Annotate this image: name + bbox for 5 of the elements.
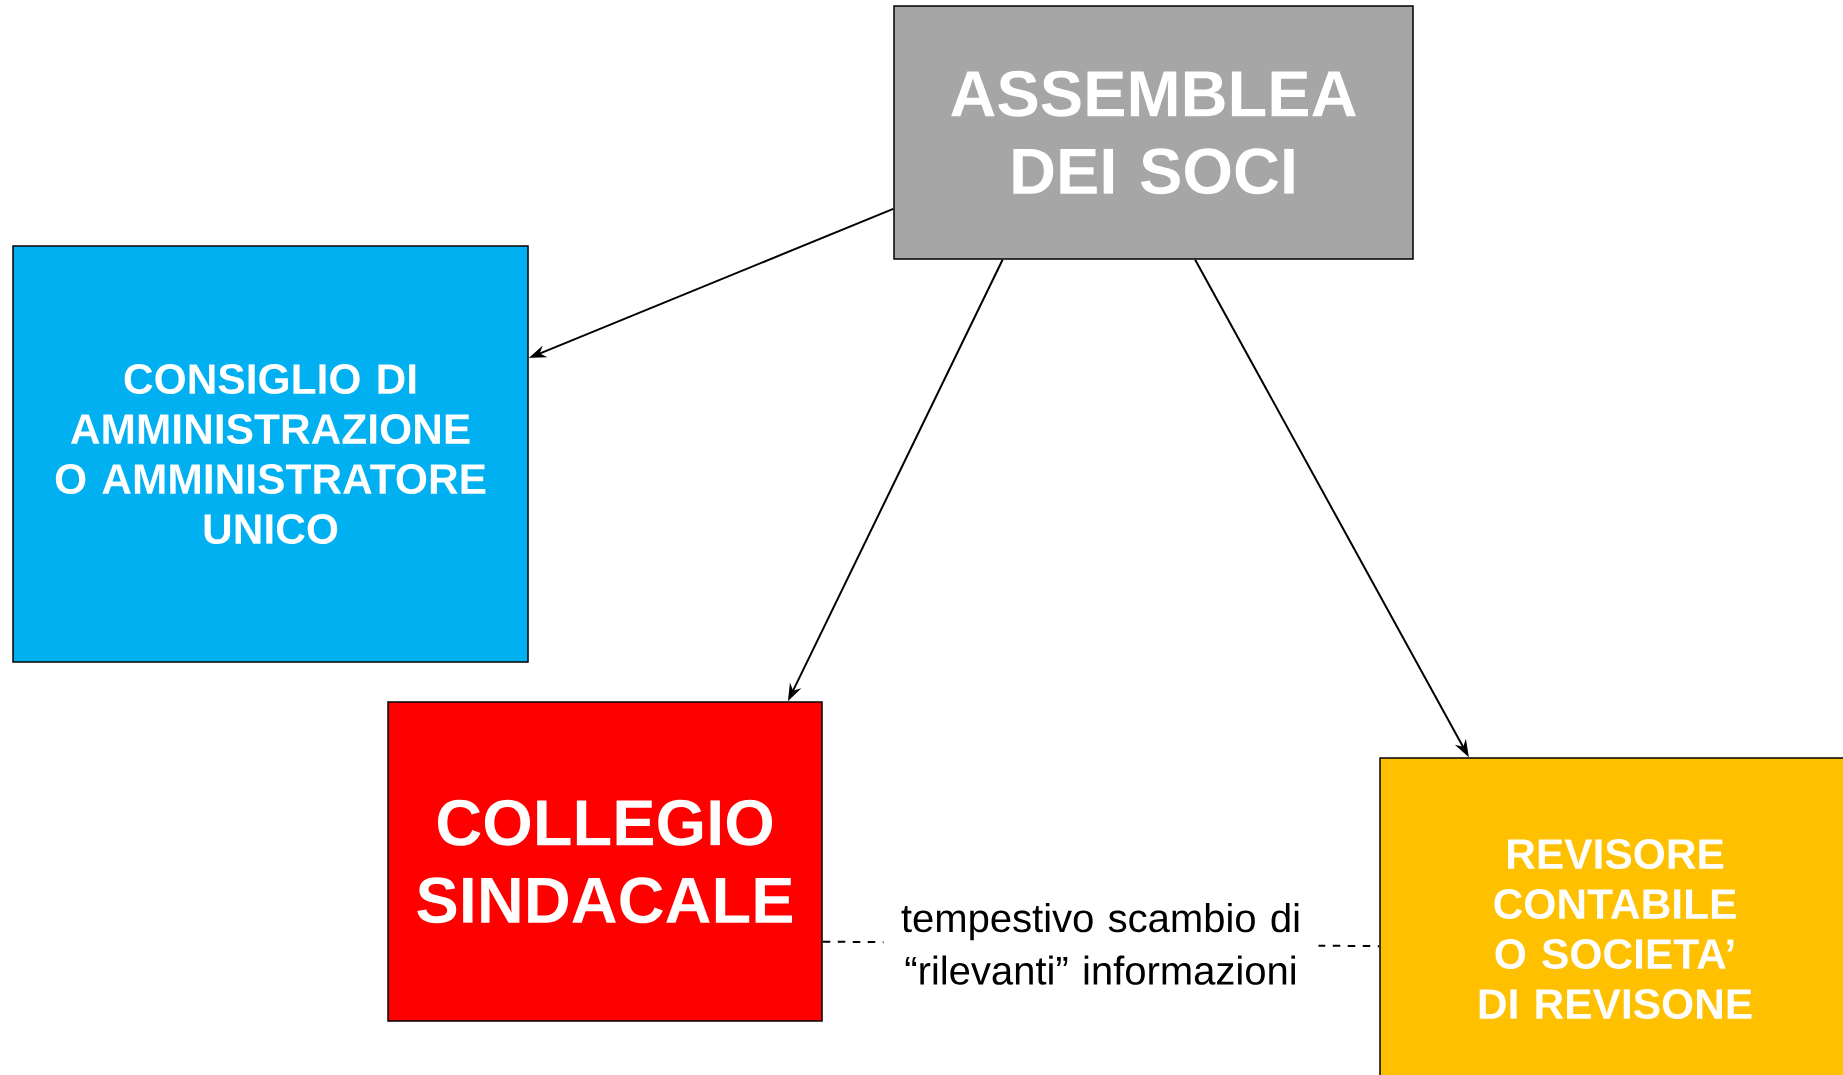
org-box: COLLEGIO SINDACALE	[387, 701, 823, 1022]
edge-label: tempestivo scambio di “rilevanti” informazioni	[883, 900, 1319, 988]
org-box: CONSIGLIO DI AMMINISTRAZIONE O AMMINISTRATORE UNICO	[12, 245, 529, 663]
org-box: REVISORE CONTABILE O SOCIETA’ DI REVISONE	[1379, 757, 1843, 1075]
org-box: ASSEMBLEA DEI SOCI	[893, 5, 1414, 260]
